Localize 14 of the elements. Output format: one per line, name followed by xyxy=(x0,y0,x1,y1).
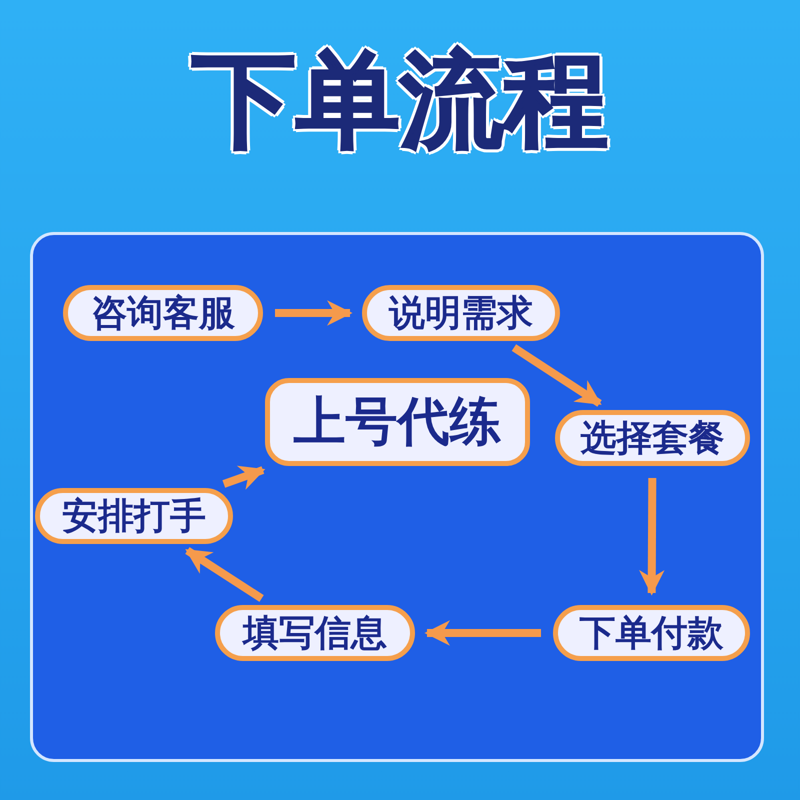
arrow xyxy=(185,547,264,602)
title: 下单流程 xyxy=(191,38,609,163)
rounded-box: 选择套餐 xyxy=(555,410,750,466)
rounded-box: 咨询客服 xyxy=(63,285,263,341)
arrow xyxy=(639,478,665,596)
rounded-box: 上号代练 xyxy=(265,378,530,466)
arrow xyxy=(512,344,602,407)
arrow xyxy=(275,300,353,326)
arrow xyxy=(424,620,541,646)
rounded-box: 填写信息 xyxy=(215,605,415,661)
arrow xyxy=(222,466,266,490)
rounded-box: 下单付款 xyxy=(553,605,750,661)
rounded-box: 说明需求 xyxy=(362,285,560,341)
rounded-box: 安排打手 xyxy=(35,488,233,544)
